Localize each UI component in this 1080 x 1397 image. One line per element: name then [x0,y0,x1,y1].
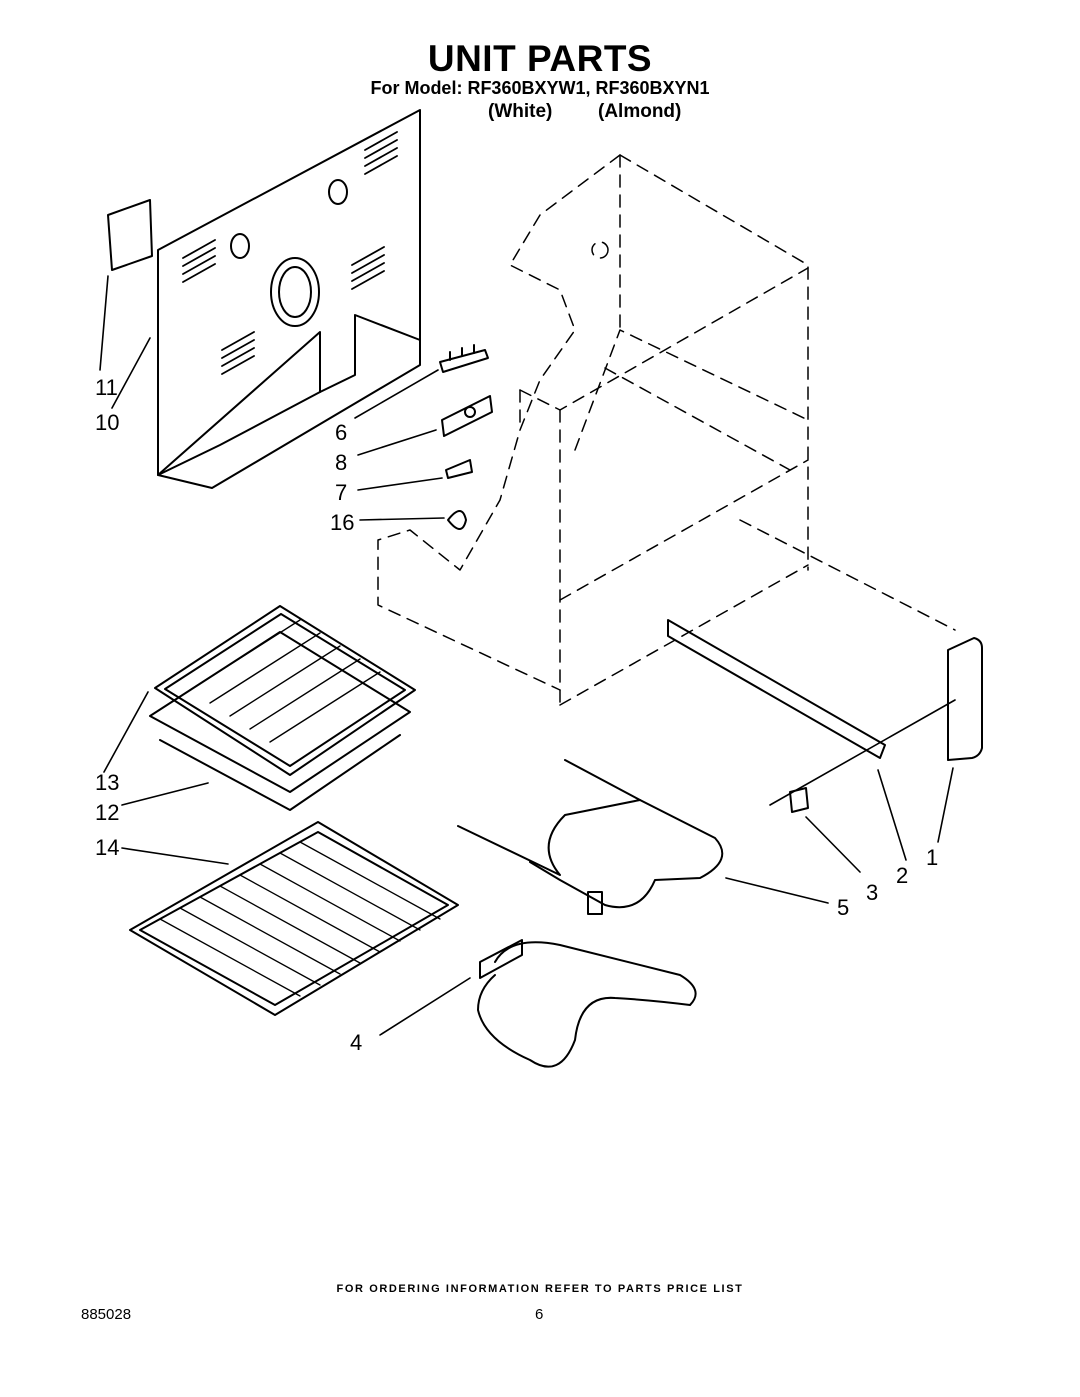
callout-10: 10 [95,410,119,435]
callout-2: 2 [896,863,908,888]
leader-lines [99,275,956,1036]
color-white-label: (White) [488,101,553,122]
callout-11: 11 [95,375,118,400]
end-cap [947,637,983,761]
page-number: 6 [535,1306,544,1323]
callout-12: 12 [95,800,119,825]
rear-panel [157,109,421,489]
document-number: 885028 [81,1306,132,1323]
callout-14: 14 [95,835,119,860]
side-trim [667,619,886,759]
callout-4: 4 [350,1030,362,1055]
ordering-info-note: FOR ORDERING INFORMATION REFER TO PARTS … [336,1283,744,1295]
element-bracket [441,395,493,437]
page-title: UNIT PARTS [427,38,653,79]
callout-3: 3 [866,880,878,905]
oven-cabinet-outline [377,154,956,706]
callout-6: 6 [335,420,347,445]
callout-8: 8 [335,450,347,475]
bake-element [457,759,724,915]
callout-16: 16 [330,510,354,535]
broil-element [477,939,697,1068]
rear-gasket [107,199,153,271]
model-line: For Model: RF360BXYW1, RF360BXYN1 [370,78,710,98]
color-almond-label: (Almond) [598,101,682,122]
element-clip [445,459,473,479]
callout-5: 5 [837,895,849,920]
callout-7: 7 [335,480,347,505]
grommet [447,510,467,530]
callout-1: 1 [926,845,938,870]
callout-13: 13 [95,770,119,795]
oven-rack [129,821,459,1016]
broiler-pan [149,631,411,811]
terminal-block [439,344,489,373]
trim-clip [789,787,809,813]
